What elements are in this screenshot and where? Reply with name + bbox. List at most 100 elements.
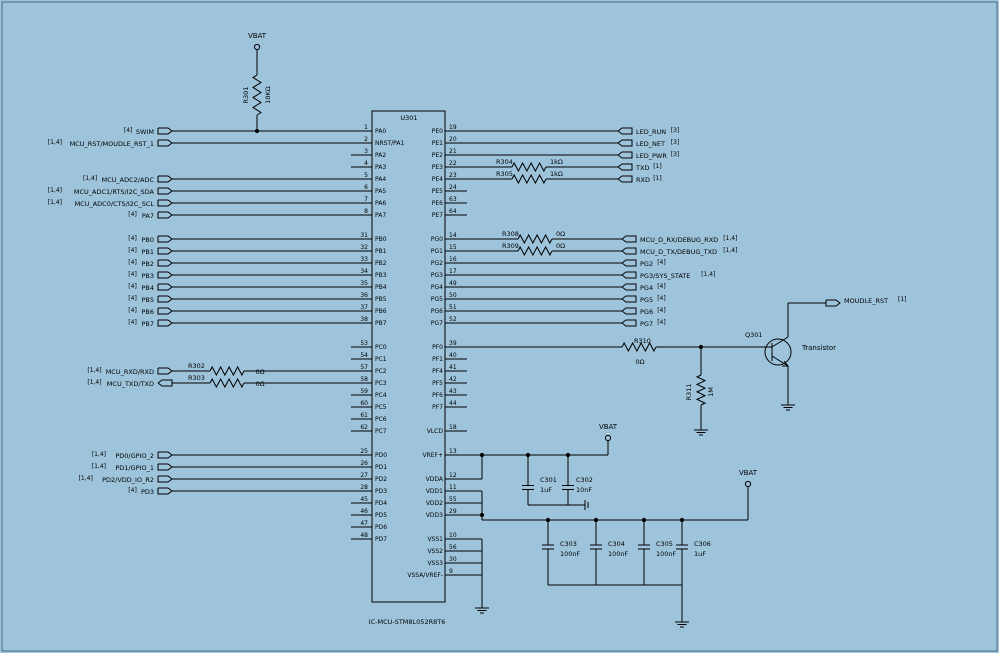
junction-dot [593,517,599,523]
mcu-pin-number: 12 [449,472,457,479]
mcu-pin-name: PC4 [375,392,387,399]
resistor [511,173,547,185]
net-note: [3] [671,127,680,134]
mcu-pin-name: PC3 [375,380,387,387]
capacitor-ref: C305 [656,540,673,548]
net-port [621,307,637,315]
mcu-pin-number: 2 [364,136,368,143]
net-port-6 [157,235,173,243]
mcu-pin-name: PA4 [375,176,386,183]
net-label: MCU_ADC2/ADC [102,176,155,184]
net-port [621,247,637,255]
mcu-pin-number: 59 [360,388,368,395]
net-port-15 [157,379,173,387]
transistor-ref: Q301 [745,331,763,339]
mcu-pin-name: PF4 [432,368,443,375]
mcu-pin-number: 58 [360,376,368,383]
mcu-pin-name: PD0 [375,452,387,459]
mcu-pin-number: 55 [449,496,457,503]
net-port-13 [157,319,173,327]
mcu-pin-name: PE6 [432,200,443,207]
resistor-ref: R309 [502,242,519,250]
mcu-pin-name: PD1 [375,464,387,471]
resistor-r302 [209,365,245,377]
mcu-pin-number: 44 [449,400,457,407]
resistor-ref: R304 [496,158,513,166]
mcu-pin-name: PG7 [431,320,443,327]
net-label: MCU_D_RX/DEBUG_RXD [640,236,718,244]
mcu-pin-name: VSS2 [427,548,443,555]
mcu-pin-name: VDD3 [426,512,443,519]
mcu-pin-name: PG2 [431,260,443,267]
mcu-pin-number: 53 [360,340,368,347]
net-note: [4] [128,283,137,290]
resistor-r303 [209,377,245,389]
transistor-body [764,338,792,366]
net-note: [4] [128,295,137,302]
mcu-pin-name: VSSA/VREF- [407,572,443,579]
mcu-pin-number: 46 [360,508,368,515]
mcu-pin-number: 17 [449,268,457,275]
net-label: RXD [636,176,650,184]
mcu-pin-name: PD2 [375,476,387,483]
junction-dot [479,512,485,518]
net-label: PG4 [640,284,653,292]
net-note: [1,4] [701,271,715,278]
mcu-pin-name: PA3 [375,164,386,171]
net-port-3 [157,187,173,195]
net-label: PD1/GPIO_1 [115,464,154,472]
mcu-pin-name: PC0 [375,344,387,351]
net-port-9 [157,271,173,279]
net-label: PG7 [640,320,653,328]
mcu-pin-name: PF5 [432,380,443,387]
net-label: MCU_RST/MOUDLE_RST_1 [70,140,154,148]
mcu-pin-name: PF1 [432,356,443,363]
mcu-pin-name: PG5 [431,296,443,303]
net-note: [4] [128,307,137,314]
net-label: MCU_TXD/TXD [107,380,154,388]
net-note: [4] [657,319,666,326]
mcu-pin-name: PA2 [375,152,386,159]
net-label: PG6 [640,308,653,316]
mcu-pin-name: PD6 [375,524,387,531]
mcu-pin-name: PE4 [432,176,443,183]
mcu-pin-name: VDDA [426,476,444,483]
net-port-19 [157,487,173,495]
net-port-8 [157,259,173,267]
mcu-pin-number: 6 [364,184,368,191]
net-note: [4] [128,247,137,254]
net-label: PB4 [141,284,154,292]
resistor-ref: R301 [242,87,250,104]
mcu-pin-number: 36 [360,292,368,299]
mcu-pin-number: 35 [360,280,368,287]
net-port [617,151,633,159]
net-note: [1,4] [723,235,737,242]
mcu-pin-number: 40 [449,352,457,359]
mcu-pin-number: 57 [360,364,368,371]
capacitor-ref: C304 [608,540,625,548]
junction-dot [479,452,485,458]
junction-dot [679,517,685,523]
net-label: PD3 [141,488,154,496]
mcu-pin-number: 8 [364,208,368,215]
net-label: LED_NET [636,140,665,148]
mcu-pin-number: 18 [449,424,457,431]
net-port-4 [157,199,173,207]
mcu-pin-name: PB2 [375,260,387,267]
net-label: PD0/GPIO_2 [115,452,154,460]
mcu-pin-number: 56 [449,544,457,551]
net-note: [1,4] [87,367,101,374]
mcu-pin-name: PC7 [375,428,387,435]
net-port-moudle-rst [825,299,841,307]
mcu-pin-number: 34 [360,268,368,275]
net-port-5 [157,211,173,219]
mcu-pin-number: 24 [449,184,457,191]
mcu-pin-name: PA5 [375,188,386,195]
mcu-pin-number: 50 [449,292,457,299]
net-note: [4] [657,307,666,314]
resistor-r311 [695,374,707,406]
net-note: [4] [128,211,137,218]
mcu-pin-number: 27 [360,472,368,479]
net-port-18 [157,475,173,483]
net-port-7 [157,247,173,255]
